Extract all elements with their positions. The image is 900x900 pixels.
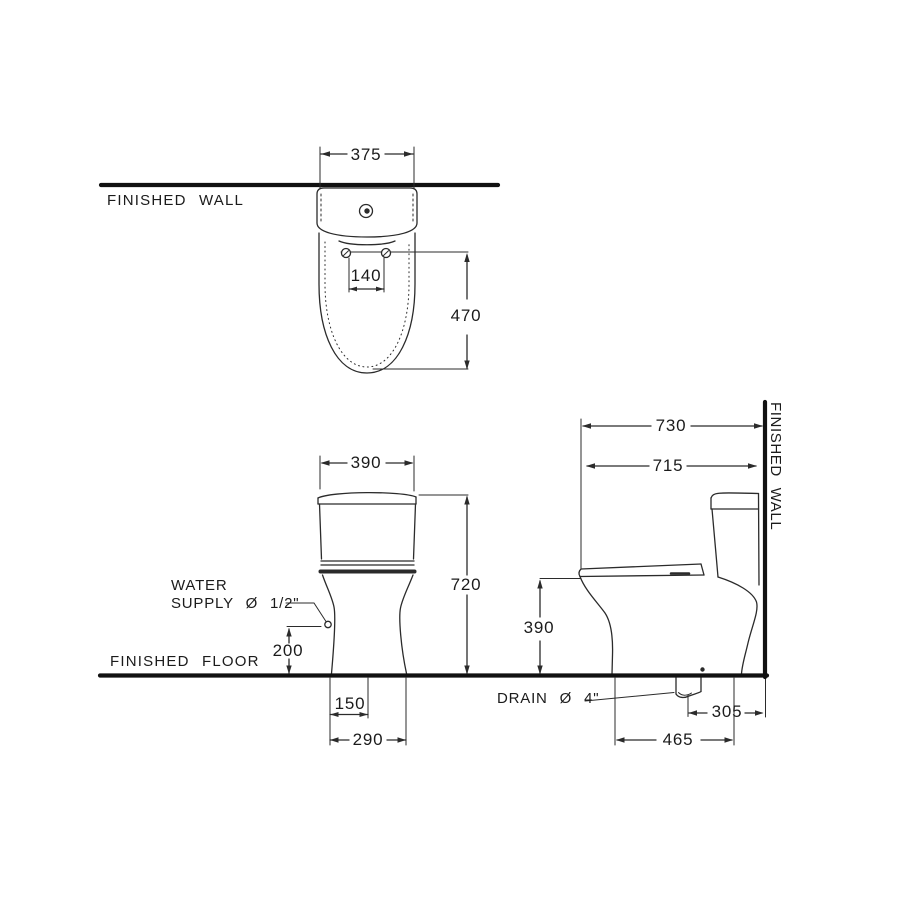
- front-pedestal-right: [399, 574, 414, 675]
- plan-bowl-inner-dotted: [324, 241, 410, 368]
- front-floor-ext: [329, 677, 407, 746]
- water-supply-inlet: [324, 620, 332, 629]
- dim465-arrow-right: [724, 737, 733, 743]
- finished-floor-label: FINISHED FLOOR: [110, 653, 260, 670]
- dim465-ext: [614, 677, 735, 746]
- dim715-arrow-left: [586, 463, 595, 469]
- flush-button-center: [364, 208, 370, 214]
- dim720-arrow-bottom: [464, 665, 470, 675]
- dim470-arrow-bottom: [464, 360, 470, 370]
- dim720-arrow-top: [464, 495, 470, 505]
- front-tank-sides: [318, 503, 417, 560]
- dim200-arrow-top: [286, 628, 292, 637]
- dim-730: 730: [655, 416, 687, 435]
- dim375-arrow-right: [404, 151, 413, 157]
- side-view: [537, 399, 768, 746]
- dim390s-arrow-bottom: [537, 665, 543, 675]
- dim375-arrow-left: [321, 151, 330, 157]
- dim-200: 200: [272, 641, 304, 660]
- side-tank-back: [757, 492, 760, 586]
- side-seat-top: [580, 563, 702, 570]
- dim200-arrow-bottom: [286, 665, 292, 674]
- dim-465: 465: [662, 730, 694, 749]
- dim-150: 150: [334, 694, 366, 713]
- dim305-arrow-left: [688, 710, 697, 716]
- front-tank-lid-sides: [317, 496, 417, 505]
- flush-button-icon: [358, 203, 374, 219]
- dim375-ext: [319, 146, 415, 190]
- water-supply-leader: [285, 602, 327, 622]
- dim-720: 720: [450, 575, 482, 594]
- dim150-arrow-left: [330, 712, 339, 717]
- side-seat-bottom: [579, 574, 705, 578]
- plan-view: [98, 146, 501, 374]
- dim290-arrow-left: [330, 737, 339, 743]
- drain-stub-bottom: [675, 690, 702, 699]
- dim390f-arrow-left: [320, 460, 330, 466]
- drain-stub-inner: [678, 692, 692, 696]
- dim-390-front: 390: [350, 453, 382, 472]
- dim-305: 305: [711, 702, 743, 721]
- dim290-arrow-right: [397, 737, 406, 743]
- front-tank-lid: [317, 491, 417, 499]
- dim390s-arrow-top: [537, 579, 543, 589]
- side-tank-front: [711, 508, 719, 578]
- finished-wall-top-label: FINISHED WALL: [107, 192, 245, 209]
- bolt-slot-left: [343, 250, 349, 256]
- dim-470: 470: [450, 306, 482, 325]
- plan-tank-outline: [316, 187, 418, 238]
- side-seat-back: [700, 563, 705, 576]
- plan-bowl-outline: [318, 232, 416, 374]
- drain-leader: [584, 692, 675, 702]
- dim-375: 375: [350, 145, 382, 164]
- dim140-ext: [348, 257, 385, 293]
- dim390f-arrow-right: [404, 460, 414, 466]
- water-supply-label-line1: WATER: [171, 577, 228, 594]
- drain-stub-sides: [675, 676, 702, 695]
- dim140-arrow-left: [349, 286, 357, 292]
- dim730-arrow-left: [582, 423, 591, 429]
- dim-390-side: 390: [523, 618, 555, 637]
- bolt-slot-right: [383, 250, 389, 256]
- water-supply-label-line2: SUPPLY Ø 1/2": [171, 595, 300, 612]
- dim-715: 715: [652, 456, 684, 475]
- side-bowl-front: [579, 575, 614, 675]
- side-tank-lid-top: [710, 492, 760, 499]
- dim140-arrow-right: [376, 286, 384, 292]
- dim465-arrow-left: [616, 737, 625, 743]
- front-view: [285, 455, 470, 746]
- dim-140: 140: [350, 266, 382, 285]
- dim150-arrow-right: [359, 712, 368, 717]
- dim305-arrow-right: [755, 710, 764, 716]
- dim715-arrow-right: [748, 463, 757, 469]
- side-bowl-back: [717, 576, 758, 675]
- dim470-arrow-top: [464, 253, 470, 262]
- finished-wall-side-label: FINISHED WALL: [767, 402, 784, 531]
- dim390f-ext: [319, 455, 415, 492]
- side-seat-front: [578, 568, 582, 578]
- front-pedestal-left: [321, 574, 336, 675]
- plan-rim-arc: [338, 240, 396, 246]
- dim-290: 290: [352, 730, 384, 749]
- drain-label: DRAIN Ø 4": [497, 690, 600, 707]
- floor-bolt-dot: [700, 667, 705, 672]
- dim730-arrow-right: [754, 423, 763, 429]
